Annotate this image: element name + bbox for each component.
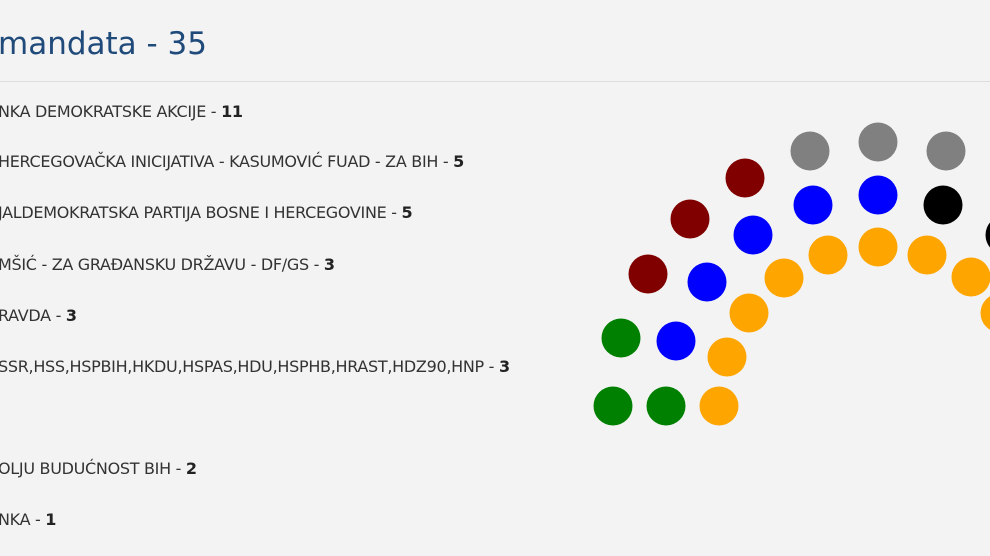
- seat-dot: [670, 199, 710, 239]
- party-name: MŠIĆ - ZA GRAĐANSKU DRŽAVU - DF/GS -: [0, 255, 324, 274]
- party-seats: 3: [323, 255, 335, 274]
- chart-title: mandata - 35: [0, 26, 208, 62]
- seat-dot: [687, 262, 727, 302]
- party-name: NKA -: [0, 510, 46, 529]
- seat-dot: [729, 293, 769, 333]
- seat-dot: [951, 257, 990, 297]
- seat-dot: [858, 122, 898, 162]
- seat-dot: [790, 131, 830, 171]
- divider: [0, 81, 990, 82]
- seat-dot: [858, 175, 898, 215]
- seat-dot: [628, 254, 668, 294]
- party-name: JALDEMOKRATSKA PARTIJA BOSNE I HERCEGOVI…: [0, 203, 402, 222]
- seat-dot: [923, 185, 963, 225]
- party-name: RAVDA -: [0, 306, 66, 325]
- seat-dot: [980, 296, 990, 330]
- legend-item: RAVDA - 3: [0, 306, 77, 325]
- seat-dot: [907, 235, 947, 275]
- seat-dot: [593, 386, 633, 426]
- seat-dot: [808, 235, 848, 275]
- legend-item: NKA DEMOKRATSKE AKCIJE - 11: [0, 102, 243, 121]
- party-seats: 1: [45, 510, 57, 529]
- seat-dot: [725, 158, 765, 198]
- seat-dot: [858, 227, 898, 267]
- seat-dot: [646, 386, 686, 426]
- party-seats: 11: [221, 102, 243, 121]
- party-seats: 3: [498, 357, 510, 376]
- party-name: SSR,HSS,HSPBIH,HKDU,HSPAS,HDU,HSPHB,HRAS…: [0, 357, 499, 376]
- seat-dot: [601, 318, 641, 358]
- party-seats: 2: [185, 459, 197, 478]
- seat-dot: [699, 386, 739, 426]
- legend-item: OLJU BUDUĆNOST BIH - 2: [0, 459, 197, 478]
- party-seats: 5: [453, 152, 464, 171]
- legend-item: NKA - 1: [0, 510, 56, 529]
- party-name: NKA DEMOKRATSKE AKCIJE -: [0, 102, 222, 121]
- seat-dot: [985, 222, 990, 248]
- seat-dot: [733, 215, 773, 255]
- seat-dot: [926, 131, 966, 171]
- legend-item: MŠIĆ - ZA GRAĐANSKU DRŽAVU - DF/GS - 3: [0, 255, 335, 274]
- party-seats: 3: [65, 306, 77, 325]
- party-seats: 5: [401, 203, 413, 222]
- seat-dot: [656, 321, 696, 361]
- seat-dot: [707, 337, 747, 377]
- legend-item: HERCEGOVAČKA INICIJATIVA - KASUMOVIĆ FUA…: [0, 152, 464, 171]
- seat-dot: [793, 185, 833, 225]
- party-name: HERCEGOVAČKA INICIJATIVA - KASUMOVIĆ FUA…: [0, 152, 454, 171]
- party-name: OLJU BUDUĆNOST BIH -: [0, 459, 186, 478]
- legend-item: SSR,HSS,HSPBIH,HKDU,HSPAS,HDU,HSPHB,HRAS…: [0, 357, 510, 376]
- legend-item: JALDEMOKRATSKA PARTIJA BOSNE I HERCEGOVI…: [0, 203, 413, 222]
- seat-dot: [764, 258, 804, 298]
